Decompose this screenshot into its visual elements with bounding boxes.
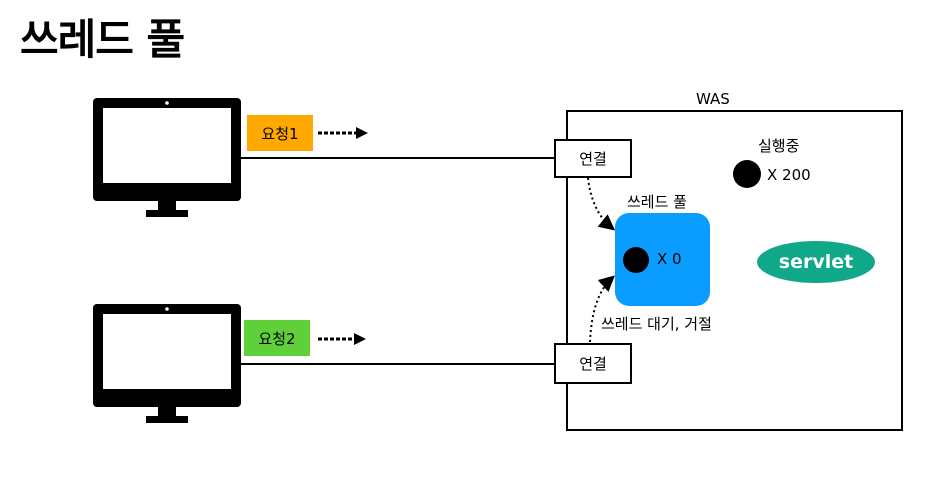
- request-arrow-1: [318, 127, 368, 139]
- computer-icon-1: [93, 98, 241, 217]
- servlet-ellipse: servlet: [757, 241, 875, 283]
- request-arrow-2: [318, 333, 366, 345]
- running-count: X 200: [767, 166, 811, 184]
- connection-box-1: 연결: [554, 139, 632, 178]
- thread-pool-box: X 0: [615, 213, 710, 306]
- connection-box-2: 연결: [554, 343, 632, 384]
- connection-label-1: 연결: [579, 150, 607, 168]
- dotted-arrow-to-pool-1: [587, 177, 616, 231]
- request-badge-1: 요청1: [247, 115, 313, 151]
- thread-wait-label: 쓰레드 대기, 거절: [601, 315, 712, 333]
- was-box: [566, 110, 903, 431]
- was-label: WAS: [696, 90, 730, 108]
- running-label: 실행중: [758, 137, 800, 155]
- request-label-1: 요청1: [261, 124, 299, 143]
- request-label-2: 요청2: [258, 329, 296, 348]
- thread-dot-icon: [623, 247, 649, 273]
- request-badge-2: 요청2: [244, 320, 310, 356]
- page-title: 쓰레드 풀: [20, 15, 185, 64]
- computer-icon-2: [93, 304, 241, 423]
- connection-label-2: 연결: [579, 355, 607, 373]
- thread-pool-label: 쓰레드 풀: [627, 193, 687, 211]
- thread-pool-count: X 0: [657, 250, 682, 268]
- running-thread-dot-icon: [733, 160, 761, 188]
- servlet-label: servlet: [778, 251, 854, 273]
